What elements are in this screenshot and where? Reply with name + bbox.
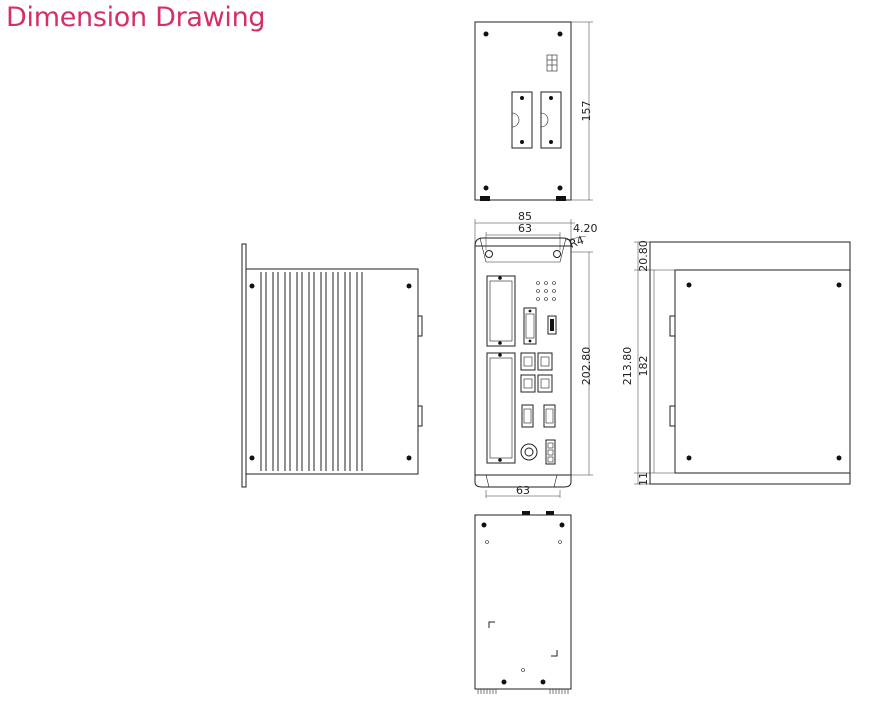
right-side-view xyxy=(634,241,851,485)
front-view xyxy=(474,219,593,498)
dim-side-body-height: 182 xyxy=(637,356,650,377)
left-side-view xyxy=(241,243,423,488)
dim-radius: R4 xyxy=(568,234,586,251)
page-title: Dimension Drawing xyxy=(6,2,266,33)
dim-side-top-flange: 20.80 xyxy=(637,240,650,272)
dim-side-overall-height: 213.80 xyxy=(621,347,634,386)
dim-mount-spacing-top: 63 xyxy=(518,222,532,235)
dim-bottom-spacing: 63 xyxy=(516,484,530,497)
bottom-view xyxy=(474,511,572,694)
heatsink-fins xyxy=(260,272,363,471)
dim-side-bottom-flange: 11 xyxy=(637,472,650,486)
dim-top-depth: 157 xyxy=(580,101,593,122)
dim-offset: 4.20 xyxy=(573,222,598,235)
top-view xyxy=(474,21,593,201)
dim-overall-width: 85 xyxy=(518,210,532,223)
dim-front-height: 202.80 xyxy=(580,347,593,386)
